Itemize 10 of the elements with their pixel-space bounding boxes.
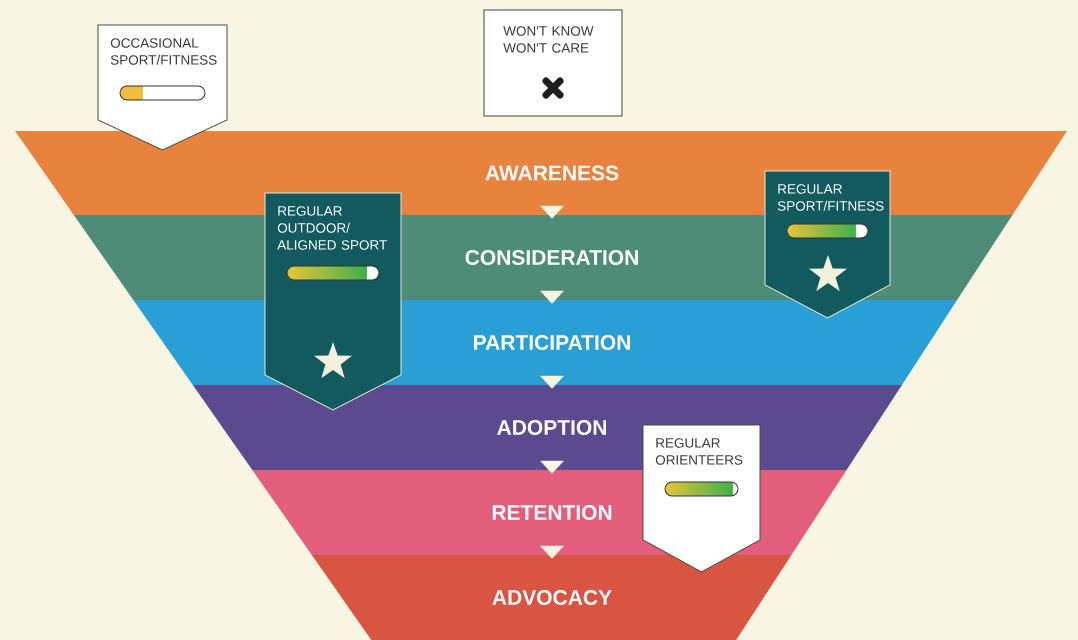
badge: REGULAR SPORT/FITNESS	[764, 170, 891, 319]
arrow	[540, 205, 564, 219]
arrow	[540, 290, 564, 304]
funnel-band: ADVOCACY	[311, 555, 792, 640]
arrow	[540, 460, 564, 474]
card: WON'T KNOW WON'T CARE	[483, 9, 623, 117]
arrow	[540, 545, 564, 559]
badge: REGULAR OUTDOOR/ ALIGNED SPORT	[264, 192, 402, 411]
badge: OCCASIONAL SPORT/FITNESS	[97, 24, 228, 151]
arrow	[540, 375, 564, 389]
